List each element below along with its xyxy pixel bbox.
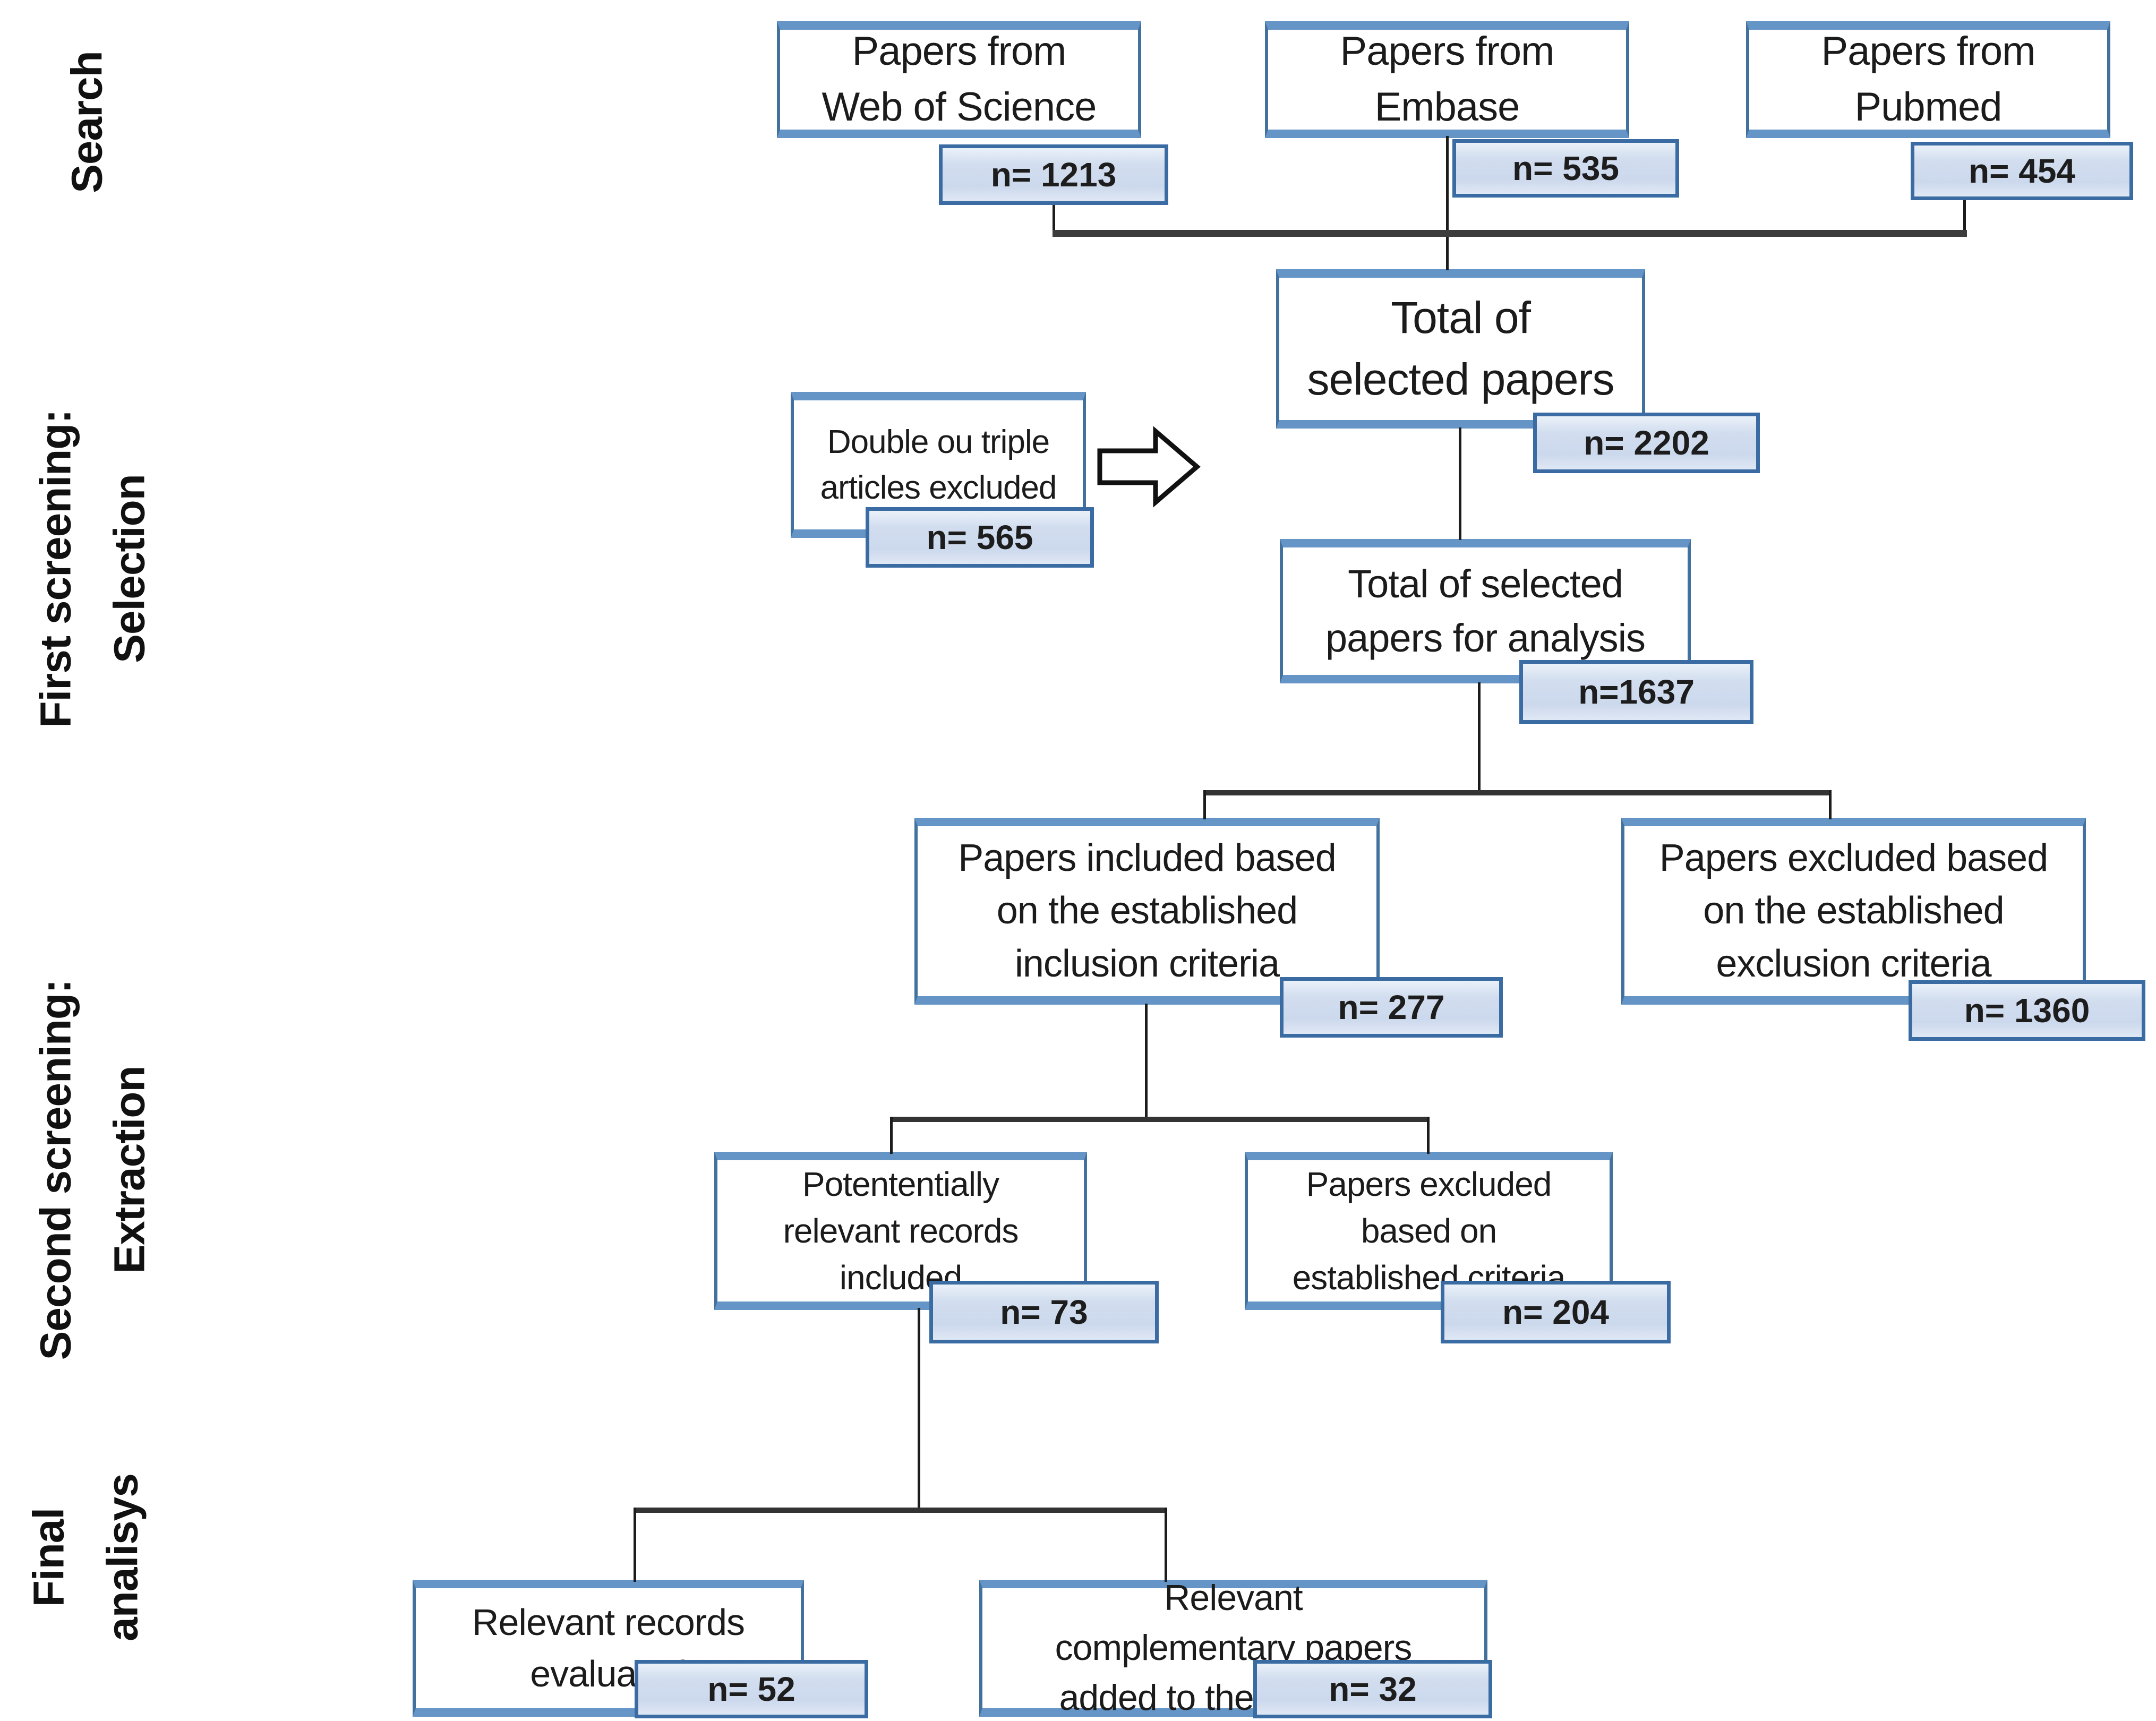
box-papers-pubmed: Papers from Pubmed [1746,21,2110,138]
count-badge-complementary: n= 32 [1253,1660,1492,1718]
box-papers-excluded: Papers excluded based on the established… [1621,818,2086,1005]
connector-branch3-right [1165,1508,1167,1582]
stage-label-final-analysis: Final analisys [24,1474,147,1641]
count-badge-excluded2: n= 204 [1441,1281,1671,1343]
box-papers-web-of-science: Papers from Web of Science [777,21,1141,138]
count-badge-analysis: n=1637 [1519,660,1753,724]
connector-branch2-right [1427,1117,1430,1154]
connector-branch1 [1203,790,1832,795]
connector-wos-stub [1053,204,1055,233]
count-badge-excluded: n= 1360 [1909,980,2145,1041]
connector-branch3-left [634,1508,636,1582]
connector-analysis-down [1478,682,1481,794]
connector-branch1-right [1829,790,1832,819]
box-total-selected-papers: Total of selected papers [1276,269,1645,429]
count-badge-wos: n= 1213 [939,144,1168,205]
box-papers-included: Papers included based on the established… [914,818,1380,1005]
box-papers-excluded-criteria: Papers excluded based on established cri… [1245,1152,1613,1310]
connector-branch1-left [1203,790,1206,819]
right-arrow-icon [1097,426,1201,508]
count-badge-pubmed: n= 454 [1911,142,2133,200]
stage-label-second-screening: Second screening: Extraction [31,979,154,1360]
count-badge-potential: n= 73 [929,1281,1159,1343]
box-total-for-analysis: Total of selected papers for analysis [1280,539,1691,683]
connector-total-to-analysis [1459,427,1461,540]
stage-label-first-screening: First screening: Selection [31,409,154,728]
count-badge-included: n= 277 [1280,977,1503,1038]
stage-label-search: Search [63,51,112,193]
box-papers-embase: Papers from Embase [1265,21,1629,138]
count-badge-evaluated: n= 52 [635,1660,868,1718]
connector-pubmed-stub [1963,199,1966,233]
count-badge-total: n= 2202 [1533,413,1760,473]
connector-branch2-left [890,1117,893,1154]
connector-sources-join [1053,230,1967,237]
connector-potential-down [918,1308,920,1511]
count-badge-duplicates: n= 565 [866,507,1094,568]
count-badge-embase: n= 535 [1452,139,1679,198]
connector-branch3 [634,1508,1167,1513]
connector-included-down [1145,1004,1148,1120]
connector-embase-to-total [1446,136,1449,270]
connector-branch2 [890,1117,1430,1122]
